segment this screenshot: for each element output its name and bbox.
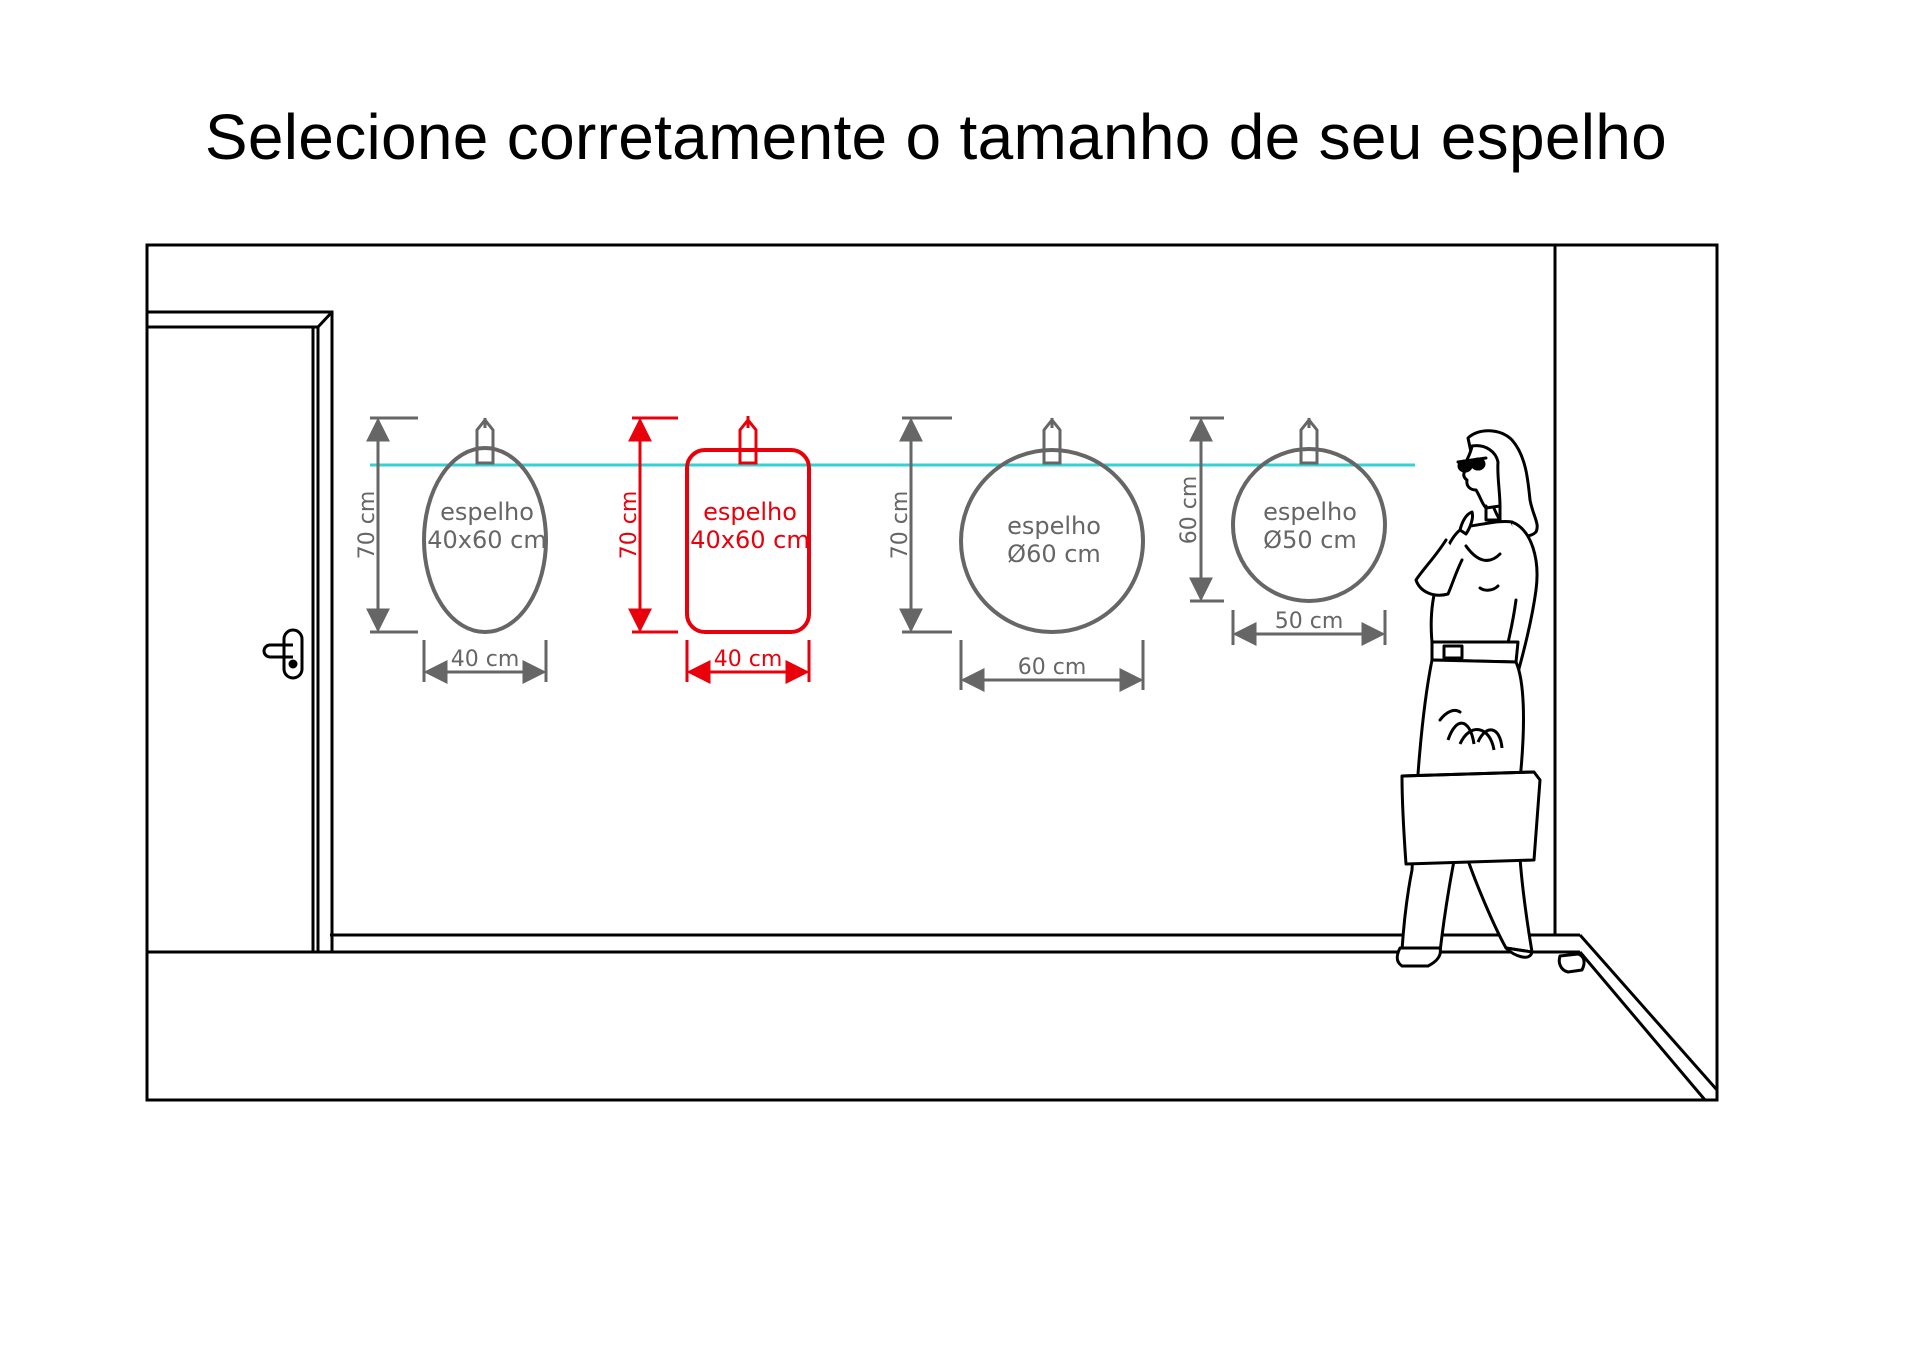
mirror-shape bbox=[959, 448, 1145, 634]
door-handle-icon bbox=[262, 628, 304, 680]
shopping-bag-icon bbox=[1400, 721, 1542, 866]
mirror-label: espelho bbox=[1007, 512, 1101, 540]
mirror-label: espelho bbox=[1263, 498, 1357, 526]
mirror-option-rectangle-selected[interactable]: espelho 40x60 cm 70 cm 40 cm bbox=[617, 416, 811, 684]
height-dimension: 70 cm bbox=[355, 491, 380, 560]
mirror-size: 40x60 cm bbox=[427, 526, 546, 554]
mirror-option-circle-60[interactable]: espelho Ø60 cm 70 cm 60 cm bbox=[888, 416, 1145, 692]
hanging-hook-icon bbox=[1042, 417, 1062, 465]
height-dimension: 70 cm bbox=[617, 491, 642, 560]
mirror-option-oval[interactable]: espelho 40x60 cm 70 cm 40 cm bbox=[355, 416, 548, 684]
mirror-label: espelho bbox=[440, 498, 534, 526]
mirror-shape bbox=[422, 446, 548, 634]
door bbox=[147, 310, 334, 954]
mirror-size: 40x60 cm bbox=[690, 526, 809, 554]
mirror-option-circle-50[interactable]: espelho Ø50 cm 60 cm 50 cm bbox=[1177, 416, 1387, 646]
height-dimension: 70 cm bbox=[888, 491, 913, 560]
mirror-size: Ø60 cm bbox=[1007, 540, 1101, 568]
width-dimension: 50 cm bbox=[1275, 609, 1344, 634]
hanging-hook-icon bbox=[1299, 417, 1319, 465]
mirror-shape bbox=[685, 448, 811, 634]
mirror-size: Ø50 cm bbox=[1263, 526, 1357, 554]
hanging-hook-icon bbox=[738, 416, 758, 465]
width-dimension: 60 cm bbox=[1018, 655, 1087, 680]
mirror-label: espelho bbox=[703, 498, 797, 526]
height-dimension: 60 cm bbox=[1177, 476, 1202, 545]
hanging-hook-icon bbox=[475, 417, 495, 465]
width-dimension: 40 cm bbox=[714, 647, 783, 672]
page-title: Selecione corretamente o tamanho de seu … bbox=[204, 101, 1668, 173]
mirror-shape bbox=[1231, 447, 1387, 603]
width-dimension: 40 cm bbox=[451, 647, 520, 672]
